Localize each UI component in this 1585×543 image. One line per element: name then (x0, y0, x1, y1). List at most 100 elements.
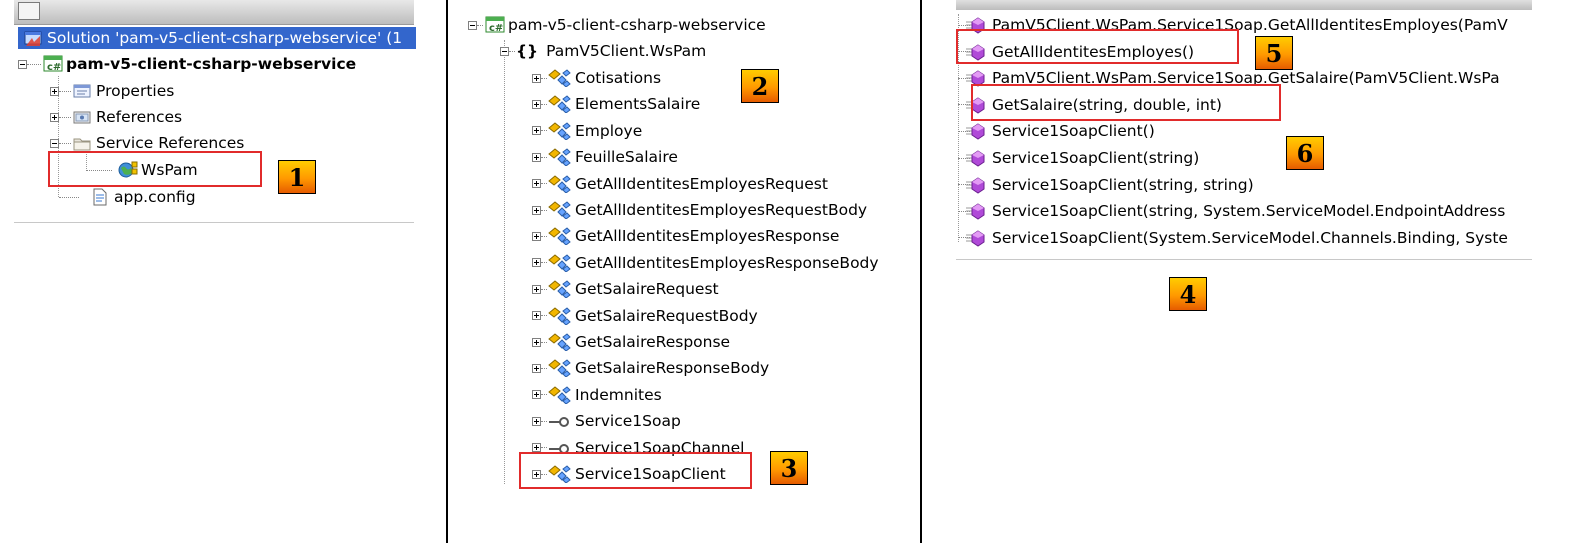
project-label: pam-v5-client-csharp-webservice (508, 16, 766, 34)
tree-item-references[interactable]: References (50, 106, 182, 128)
expand-icon[interactable] (532, 205, 541, 215)
expand-icon[interactable] (532, 152, 541, 162)
class-label: GetAllIdentitesEmployesResponseBody (575, 253, 879, 272)
expand-icon[interactable] (532, 179, 541, 189)
tree-connector (541, 420, 547, 422)
class-node[interactable]: Employe (532, 120, 642, 142)
expand-icon[interactable] (532, 258, 541, 268)
class-node[interactable]: GetSalaireResponseBody (532, 357, 769, 379)
class-node[interactable]: GetSalaireResponse (532, 331, 730, 353)
tree-guide (504, 40, 505, 484)
tree-item-app-config[interactable]: app.config (55, 186, 196, 208)
solution-node[interactable]: Solution 'pam-v5-client-csharp-webservic… (18, 27, 416, 49)
tree-connector (958, 130, 970, 132)
member-item[interactable]: Service1SoapClient(System.ServiceModel.C… (958, 227, 1508, 249)
tree-connector (59, 116, 71, 118)
project-node[interactable]: c# pam-v5-client-csharp-webservice (468, 14, 766, 36)
member-item[interactable]: GetAllIdentitesEmployes() (958, 41, 1194, 63)
expand-icon[interactable] (532, 231, 541, 241)
project-label: pam-v5-client-csharp-webservice (66, 55, 357, 73)
class-node[interactable]: Service1Soap (532, 410, 681, 432)
highlight-box-getallidentitesemployes (956, 29, 1239, 64)
method-icon (964, 229, 986, 247)
namespace-node[interactable]: {} PamV5Client.WsPam (500, 40, 706, 62)
member-item[interactable]: PamV5Client.WsPam.Service1Soap.GetSalair… (958, 67, 1500, 89)
member-item[interactable]: GetSalaire(string, double, int) (958, 94, 1222, 116)
expand-icon[interactable] (532, 416, 541, 426)
class-node[interactable]: Cotisations (532, 67, 661, 89)
tree-connector (958, 24, 970, 26)
tree-connector (958, 184, 970, 186)
tree-item-service-references[interactable]: Service References (50, 132, 244, 154)
member-item[interactable]: Service1SoapClient(string, System.Servic… (958, 200, 1505, 222)
class-icon (547, 254, 571, 272)
tree-connector (541, 209, 547, 211)
config-file-icon (91, 188, 109, 206)
class-label: ElementsSalaire (575, 95, 701, 114)
class-node[interactable]: Service1SoapClient (532, 463, 726, 485)
member-item[interactable]: Service1SoapClient(string) (958, 147, 1199, 169)
tree-connector (958, 210, 970, 212)
svg-text:c#: c# (47, 62, 61, 73)
class-icon (547, 359, 571, 378)
class-label: GetSalaireRequest (575, 280, 719, 299)
tree-item-label: Service References (96, 134, 245, 152)
expand-icon[interactable] (532, 469, 541, 479)
expand-icon[interactable] (532, 284, 541, 294)
interface-icon (547, 412, 571, 430)
class-icon (547, 306, 571, 325)
solution-explorer-toolbar (14, 0, 414, 25)
collapse-icon[interactable] (18, 59, 27, 69)
member-item[interactable]: Service1SoapClient(string, string) (958, 174, 1254, 196)
tree-item-wspam[interactable]: WsPam (86, 159, 198, 181)
class-icon (547, 465, 571, 483)
tree-connector (477, 24, 483, 26)
step-badge-2: 2 (741, 69, 779, 103)
highlight-box-getsalaire (971, 84, 1281, 121)
expand-icon[interactable] (532, 363, 541, 373)
class-node[interactable]: GetSalaireRequestBody (532, 305, 758, 327)
method-icon (964, 43, 986, 61)
class-node[interactable]: GetAllIdentitesEmployesRequest (532, 173, 828, 195)
toolbar-button[interactable] (18, 2, 40, 20)
namespace-icon: {} (516, 42, 539, 60)
collapse-icon[interactable] (50, 138, 59, 148)
expand-icon[interactable] (50, 112, 59, 122)
step-badge-1: 1 (278, 160, 316, 194)
tree-connector (59, 142, 71, 144)
member-item[interactable]: Service1SoapClient() (958, 120, 1155, 142)
solution-label: Solution 'pam-v5-client-csharp-webservic… (47, 29, 403, 47)
class-node[interactable]: GetAllIdentitesEmployesResponseBody (532, 252, 879, 274)
tree-connector (541, 288, 547, 290)
collapse-icon[interactable] (468, 20, 477, 30)
tree-connector (541, 235, 547, 237)
panel-separator (920, 0, 922, 543)
class-node[interactable]: ElementsSalaire (532, 93, 700, 115)
class-label: GetAllIdentitesEmployesResponse (575, 227, 840, 246)
class-icon (547, 201, 571, 219)
expand-icon[interactable] (532, 337, 541, 347)
expand-icon[interactable] (532, 311, 541, 321)
class-node[interactable]: GetAllIdentitesEmployesResponse (532, 225, 839, 247)
solution-icon (24, 29, 42, 47)
class-node[interactable]: FeuilleSalaire (532, 146, 678, 168)
expand-icon[interactable] (532, 443, 541, 453)
tree-connector (59, 196, 79, 198)
class-label: GetAllIdentitesEmployesRequest (575, 174, 828, 193)
project-node[interactable]: c# pam-v5-client-csharp-webservice (18, 53, 356, 75)
expand-icon[interactable] (532, 126, 541, 136)
tree-connector (541, 315, 547, 317)
expand-icon[interactable] (532, 99, 541, 109)
tree-connector (541, 262, 547, 264)
members-header-bar (956, 0, 1532, 10)
collapse-icon[interactable] (500, 46, 509, 56)
class-node[interactable]: Indemnites (532, 384, 662, 406)
class-icon (547, 174, 571, 193)
tree-item-properties[interactable]: Properties (50, 80, 174, 102)
class-node[interactable]: GetAllIdentitesEmployesRequestBody (532, 199, 867, 221)
expand-icon[interactable] (532, 390, 541, 400)
class-label: GetSalaireResponse (575, 333, 731, 351)
expand-icon[interactable] (532, 73, 541, 83)
expand-icon[interactable] (50, 86, 59, 96)
class-node[interactable]: GetSalaireRequest (532, 278, 719, 300)
